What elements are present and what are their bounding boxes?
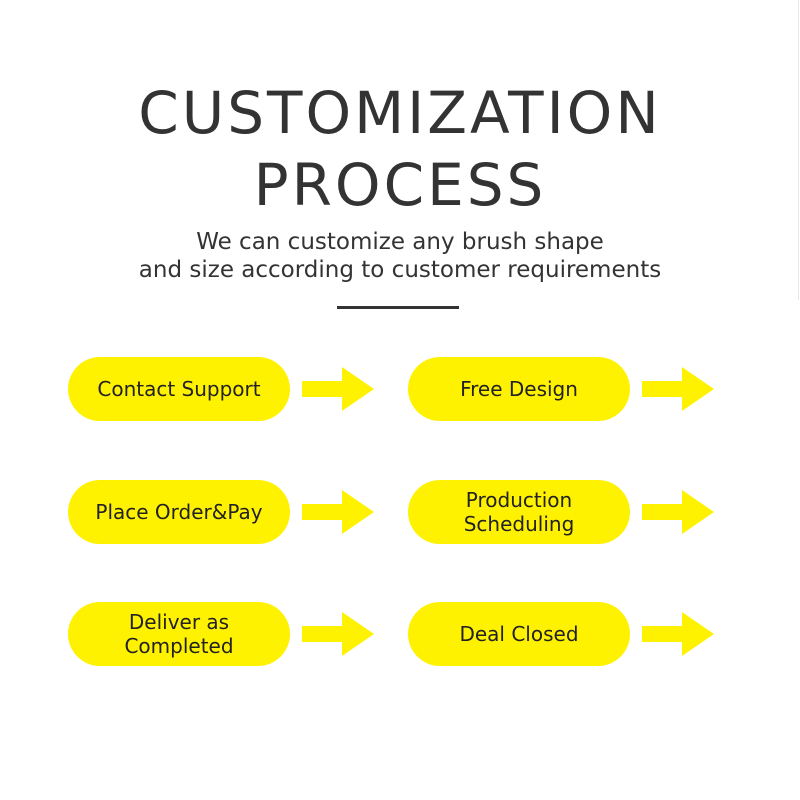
step-label: Deliver as Completed — [124, 610, 234, 658]
step-free-design: Free Design — [408, 357, 630, 421]
title-underline — [337, 306, 459, 309]
arrow-right-icon — [642, 489, 714, 535]
edge-divider — [798, 0, 799, 300]
step-deliver-as-completed: Deliver as Completed — [68, 602, 290, 666]
page-title-line-1: CUSTOMIZATION — [138, 79, 662, 147]
arrow-right-icon — [302, 611, 374, 657]
step-label: Production Scheduling — [463, 488, 575, 536]
step-contact-support: Contact Support — [68, 357, 290, 421]
page-title-line-2: PROCESS — [253, 151, 547, 219]
step-place-order-pay: Place Order&Pay — [68, 480, 290, 544]
step-label: Place Order&Pay — [95, 500, 263, 524]
step-deal-closed: Deal Closed — [408, 602, 630, 666]
step-production-scheduling: Production Scheduling — [408, 480, 630, 544]
arrow-right-icon — [302, 489, 374, 535]
arrow-right-icon — [642, 611, 714, 657]
arrow-right-icon — [642, 366, 714, 412]
step-label: Contact Support — [97, 377, 261, 401]
step-label: Free Design — [460, 377, 578, 401]
subtitle-line-1: We can customize any brush shape — [196, 229, 604, 255]
arrow-right-icon — [302, 366, 374, 412]
subtitle-line-2: and size according to customer requireme… — [138, 257, 662, 283]
step-label: Deal Closed — [459, 622, 579, 646]
